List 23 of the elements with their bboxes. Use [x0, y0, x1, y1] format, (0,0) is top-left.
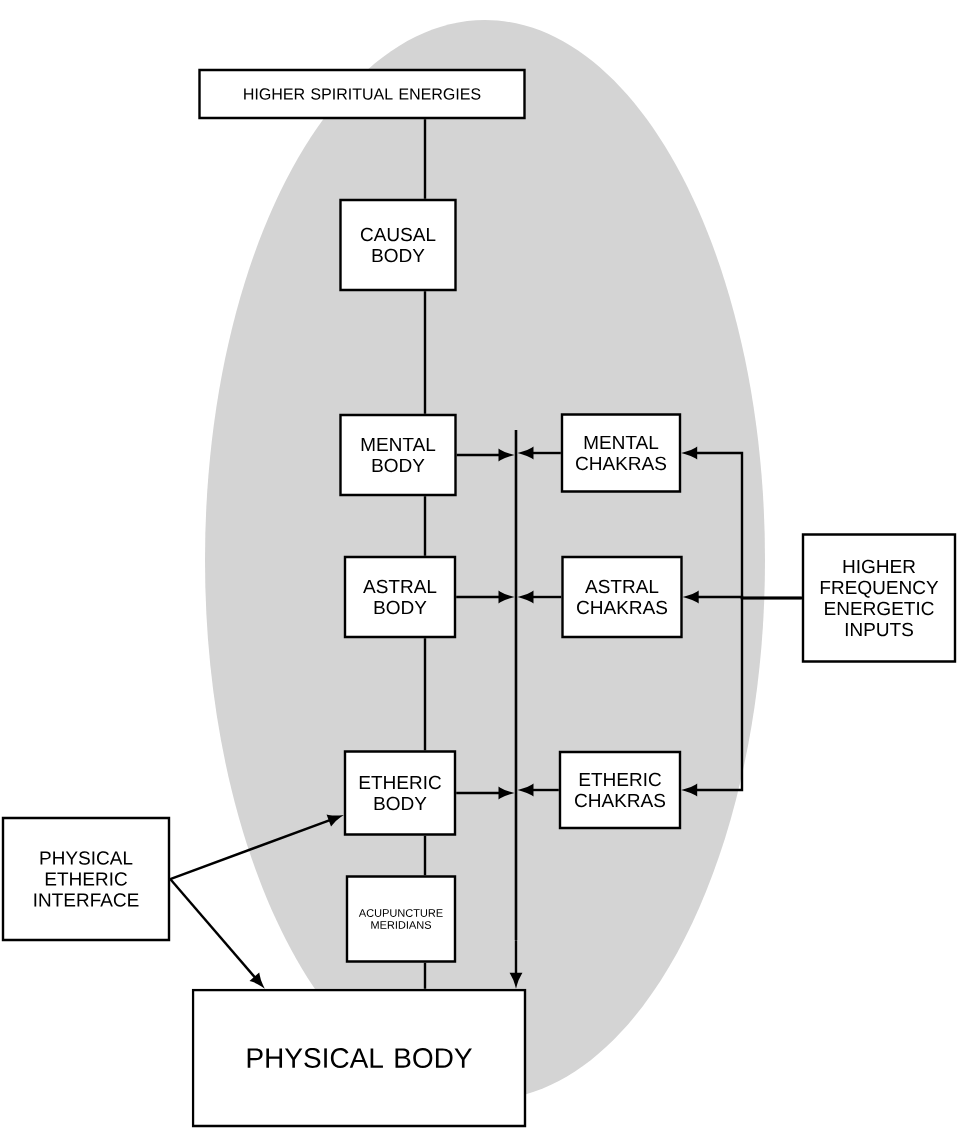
- text-box: CAUSAL BODY: [339, 198, 457, 292]
- text-box: PHYSICAL BODY: [191, 988, 527, 1128]
- text-box: ETHERIC BODY: [343, 750, 457, 836]
- text-box: HIGHER SPIRITUAL ENERGIES: [198, 68, 526, 120]
- text-box: PHYSICAL ETHERIC INTERFACE: [1, 816, 171, 942]
- arrow: [456, 787, 512, 799]
- text-box: ETHERIC CHAKRAS: [558, 750, 682, 830]
- arrow: [456, 449, 512, 461]
- arrow: [520, 447, 561, 459]
- arrow: [520, 784, 559, 796]
- collector-line: [514, 430, 518, 940]
- arrow: [520, 591, 562, 603]
- arrow: [169, 814, 341, 881]
- arrow: [684, 596, 802, 796]
- arrow: [456, 591, 512, 603]
- text-box: ASTRAL CHAKRAS: [561, 555, 683, 639]
- arrow: [169, 878, 263, 987]
- text-box: ASTRAL BODY: [343, 555, 457, 639]
- text-box: MENTAL CHAKRAS: [560, 413, 682, 493]
- arrow: [510, 940, 522, 986]
- text-box: ACUPUNCTURE MERIDIANS: [345, 875, 457, 963]
- text-box: HIGHER FREQUENCY ENERGETIC INPUTS: [801, 533, 957, 663]
- text-box: MENTAL BODY: [339, 413, 457, 497]
